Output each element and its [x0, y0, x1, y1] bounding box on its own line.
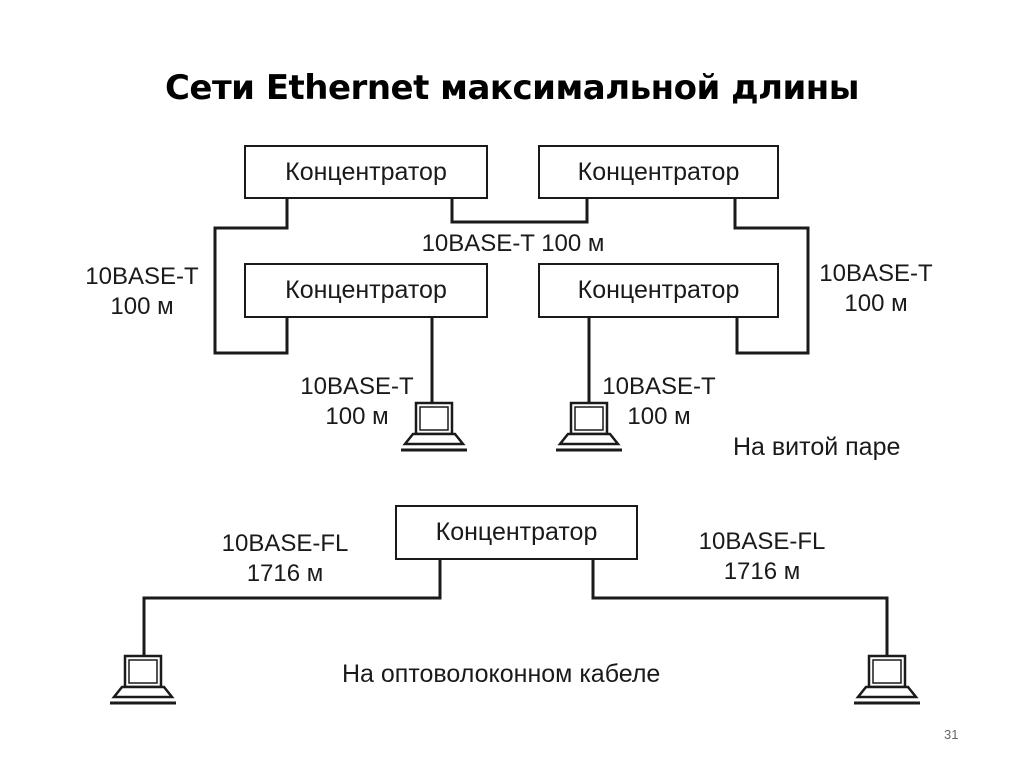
caption-fiber: На оптоволоконном кабеле — [342, 660, 661, 688]
link-label-middle: 10BASE-T 100 м — [421, 230, 605, 257]
link-label-right-pc: 10BASE-T 100 м — [602, 372, 715, 432]
cable-top-right-hub-to-bottom-right-hub — [733, 198, 810, 355]
link-length: 100 м — [110, 293, 174, 320]
link-label-left-pc: 10BASE-T 100 м — [300, 372, 413, 432]
link-length: 1716 м — [246, 560, 324, 587]
slide-title: Сети Ethernet максимальной длины — [164, 68, 860, 108]
link-type: 10BASE-T — [85, 263, 199, 290]
link-length: 100 м — [627, 403, 691, 430]
hub-top-right: Концентратор — [538, 145, 779, 199]
fiber-cable-left — [142, 560, 442, 656]
computer-icon — [854, 654, 920, 705]
link-length: 100 м — [844, 290, 908, 317]
link-length: 1716 м — [723, 558, 801, 585]
caption-twisted-pair: На витой паре — [733, 433, 901, 461]
hub-bottom-left: Концентратор — [244, 263, 488, 318]
computer-icon — [401, 401, 467, 452]
fiber-link-label-left: 10BASE-FL 1716 м — [222, 529, 349, 589]
page-number: 31 — [944, 727, 959, 742]
cable-top-left-hub-to-top-right-hub — [450, 198, 589, 224]
fiber-cable-right — [591, 560, 889, 656]
hub-fiber: Концентратор — [395, 505, 638, 560]
link-label-left: 10BASE-T 100 м — [85, 262, 198, 322]
fiber-link-label-right: 10BASE-FL 1716 м — [699, 527, 826, 587]
link-type: 10BASE-T — [819, 260, 933, 287]
link-label-right: 10BASE-T 100 м — [819, 259, 932, 319]
computer-icon — [556, 401, 622, 452]
link-type: 10BASE-FL — [698, 528, 826, 555]
hub-top-left: Концентратор — [244, 145, 488, 199]
link-type: 10BASE-FL — [221, 530, 349, 557]
link-type: 10BASE-T — [300, 373, 414, 400]
computer-icon — [110, 654, 176, 705]
link-length: 100 м — [325, 403, 389, 430]
cable-top-left-hub-to-bottom-left-hub — [213, 198, 289, 355]
hub-bottom-right: Концентратор — [538, 263, 779, 318]
link-type: 10BASE-T — [602, 373, 716, 400]
